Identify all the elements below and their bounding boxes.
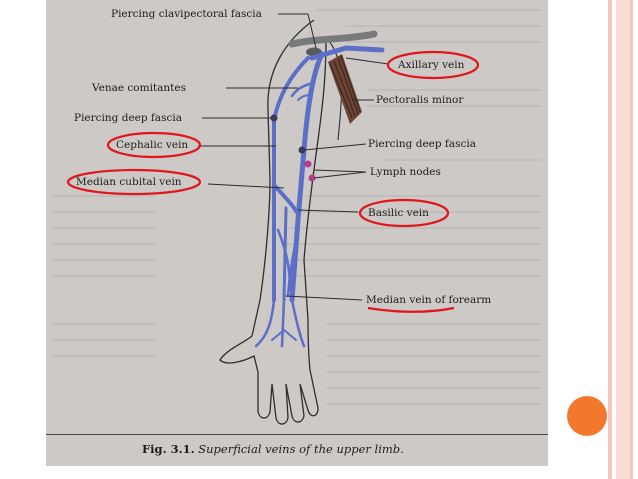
axillary-vein-path: [312, 48, 382, 58]
caption-divider: [46, 434, 548, 435]
hand-branch-4: [272, 330, 296, 340]
orange-circle-decoration: [567, 396, 607, 436]
label-piercing-deep-fascia-left: Piercing deep fascia: [74, 112, 182, 124]
median-vein-forearm-underline: [368, 308, 454, 312]
label-cephalic-vein: Cephalic vein: [116, 139, 188, 151]
textbook-photo: Piercing clavipectoral fascia Axillary v…: [46, 0, 548, 466]
pectoralis-minor-muscle: [328, 54, 362, 124]
label-pectoralis-minor: Pectoralis minor: [376, 94, 463, 106]
label-median-cubital-vein: Median cubital vein: [76, 176, 182, 188]
label-median-vein-forearm: Median vein of forearm: [366, 294, 491, 306]
label-lymph-nodes: Lymph nodes: [370, 166, 441, 178]
venae-comitantes-path: [292, 84, 310, 96]
label-venae-comitantes: Venae comitantes: [92, 82, 186, 94]
lymph-node-1: [305, 161, 312, 168]
hand-branch-2: [282, 300, 284, 346]
label-piercing-deep-fascia-right: Piercing deep fascia: [368, 138, 476, 150]
slide-border-stripe-middle: [616, 0, 630, 479]
slide-border-stripe-right: [630, 0, 633, 479]
label-basilic-vein: Basilic vein: [368, 207, 429, 219]
figure-caption-text: Superficial veins of the upper limb.: [198, 442, 404, 456]
slide-border-stripe-left: [608, 0, 612, 479]
arm-vein-diagram: [46, 0, 548, 466]
figure-caption: Fig. 3.1. Superficial veins of the upper…: [142, 442, 404, 456]
label-piercing-clavipectoral: Piercing clavipectoral fascia: [111, 8, 262, 20]
label-axillary-vein: Axillary vein: [398, 59, 464, 71]
figure-number: Fig. 3.1.: [142, 442, 195, 456]
